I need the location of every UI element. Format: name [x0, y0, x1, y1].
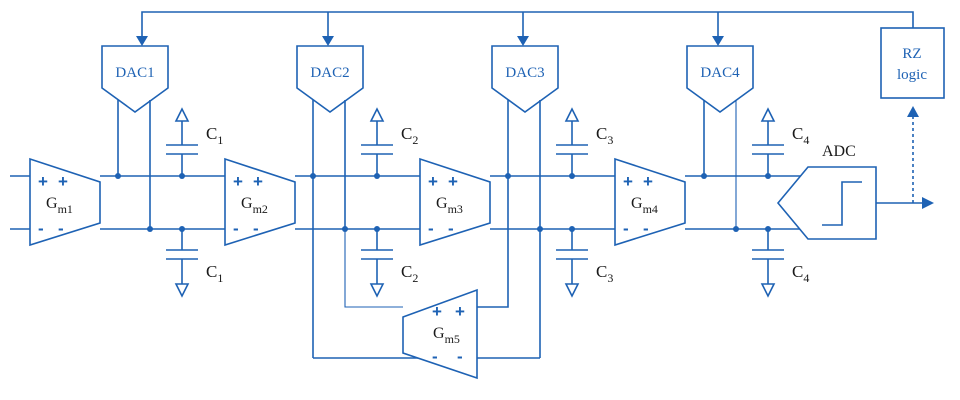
svg-text:-: -	[233, 219, 239, 238]
gm2-amplifier: + + - - Gm2	[224, 157, 296, 247]
gm5-amplifier: + + - - Gm5	[402, 288, 478, 380]
svg-text:+: +	[58, 172, 68, 191]
svg-text:-: -	[448, 219, 454, 238]
svg-text:+: +	[455, 302, 465, 321]
capacitor-c1-bottom	[166, 229, 198, 298]
dac1-label: DAC1	[115, 65, 154, 81]
svg-text:+: +	[428, 172, 438, 191]
svg-text:+: +	[643, 172, 653, 191]
dac2-label: DAC2	[310, 65, 349, 81]
c3-top-label: C3	[596, 124, 613, 147]
c2-top-label: C2	[401, 124, 418, 147]
dac-block-3: DAC3	[491, 45, 559, 113]
capacitor-c1-top	[166, 107, 198, 176]
feedback-bus	[136, 11, 914, 46]
gm4-amplifier: + + - - Gm4	[614, 157, 686, 247]
gm5-label: Gm5	[433, 325, 460, 346]
c1-bottom-label: C1	[206, 262, 223, 285]
svg-text:-: -	[643, 219, 649, 238]
svg-text:+: +	[448, 172, 458, 191]
svg-text:-: -	[457, 347, 463, 366]
gm1-amplifier: + + - - Gm1	[29, 157, 101, 247]
c3-bottom-label: C3	[596, 262, 613, 285]
adc-block: ADC	[776, 143, 877, 240]
svg-text:-: -	[253, 219, 259, 238]
gm2-label: Gm2	[241, 195, 268, 216]
capacitor-c4-bottom	[752, 229, 784, 298]
capacitor-c3-bottom	[556, 229, 588, 298]
svg-text:+: +	[253, 172, 263, 191]
dac-block-4: DAC4	[686, 45, 754, 113]
svg-text:-: -	[623, 219, 629, 238]
svg-text:+: +	[623, 172, 633, 191]
gm1-label: Gm1	[46, 195, 73, 216]
c1-top-label: C1	[206, 124, 223, 147]
capacitor-c3-top	[556, 107, 588, 176]
svg-text:-: -	[432, 347, 438, 366]
dac4-label: DAC4	[700, 65, 740, 81]
svg-text:-: -	[428, 219, 434, 238]
svg-text:+: +	[38, 172, 48, 191]
capacitor-c2-bottom	[361, 229, 393, 298]
c4-top-label: C4	[792, 124, 809, 147]
gm4-label: Gm4	[631, 195, 658, 216]
c4-bottom-label: C4	[792, 262, 809, 285]
svg-text:-: -	[38, 219, 44, 238]
dac-block-1: DAC1	[101, 45, 169, 113]
gm3-amplifier: + + - - Gm3	[419, 157, 491, 247]
rz-logic-line1: RZ	[902, 46, 921, 62]
gm3-label: Gm3	[436, 195, 463, 216]
c2-bottom-label: C2	[401, 262, 418, 285]
dac3-label: DAC3	[505, 65, 544, 81]
svg-text:-: -	[58, 219, 64, 238]
signal-rails	[10, 175, 934, 230]
capacitor-c2-top	[361, 107, 393, 176]
rz-logic-line2: logic	[897, 67, 927, 83]
adc-label: ADC	[822, 143, 856, 160]
capacitor-labels: C1 C1 C2 C2 C3 C3 C4 C4	[206, 124, 809, 285]
rz-logic-block: RZ logic	[880, 27, 945, 99]
svg-text:+: +	[233, 172, 243, 191]
dac-block-2: DAC2	[296, 45, 364, 113]
svg-text:+: +	[432, 302, 442, 321]
adc-to-rz-dotted-link	[907, 106, 919, 203]
capacitor-c4-top	[752, 107, 784, 176]
